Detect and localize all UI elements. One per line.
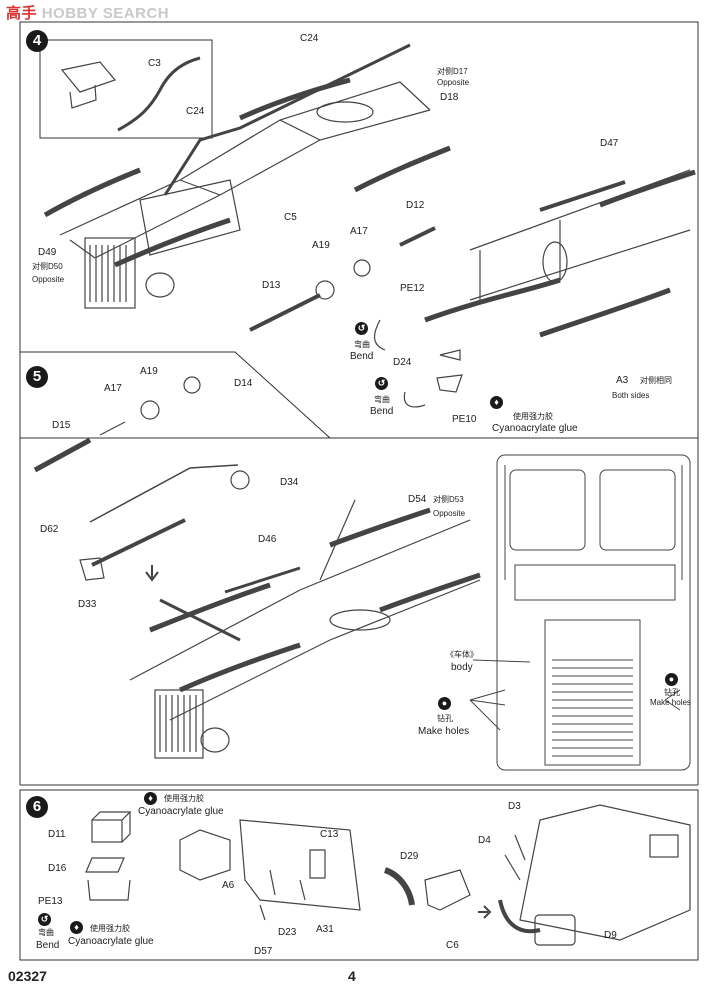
label-glue-cn: 使用强力胶 <box>513 412 553 421</box>
label-c3: C3 <box>148 58 161 69</box>
label-d47: D47 <box>600 138 619 149</box>
label-c5: C5 <box>284 212 297 223</box>
step-number-4: 4 <box>26 30 48 52</box>
label-d12: D12 <box>406 200 425 211</box>
label-pe13: PE13 <box>38 896 63 907</box>
drill-icon: ● <box>438 697 451 710</box>
label-d46: D46 <box>258 534 277 545</box>
label-a19: A19 <box>312 240 330 251</box>
step4-inset <box>39 39 213 139</box>
step5-body-plan <box>469 454 691 771</box>
step-number-5: 5 <box>26 366 48 388</box>
step5-parts <box>33 376 481 759</box>
label-d17-cn: 对侧D17 <box>437 67 468 76</box>
label-d11: D11 <box>48 829 66 840</box>
bend-icon: ↺ <box>375 377 388 390</box>
label-glue-cn-2: 使用强力胶 <box>90 924 130 933</box>
label-d16: D16 <box>48 863 67 874</box>
label-c13: C13 <box>320 829 339 840</box>
label-a17: A17 <box>350 226 368 237</box>
label-d13: D13 <box>262 280 281 291</box>
label-d57: D57 <box>254 946 273 957</box>
label-d9: D9 <box>604 930 617 941</box>
label-a31: A31 <box>316 924 334 935</box>
label-bend-cn-2: 弯曲 <box>374 395 390 404</box>
label-both-en: Both sides <box>612 391 650 400</box>
label-holes-en-1: Make holes <box>418 726 470 737</box>
label-c24-inset: C24 <box>186 106 205 117</box>
label-body-cn: 《车体》 <box>446 650 478 659</box>
label-body-en: body <box>451 662 473 673</box>
label-pe10: PE10 <box>452 414 477 425</box>
label-a17: A17 <box>104 383 122 394</box>
glue-icon: ♦ <box>490 396 503 409</box>
label-d62: D62 <box>40 524 59 535</box>
label-d29: D29 <box>400 851 419 862</box>
bend-icon: ↺ <box>355 322 368 335</box>
label-d18: D18 <box>440 92 459 103</box>
label-d3: D3 <box>508 801 521 812</box>
label-glue-en: Cyanoacrylate glue <box>492 423 578 434</box>
watermark: 高手 HOBBY SEARCH <box>6 5 170 22</box>
drill-icon: ● <box>665 673 678 686</box>
step6-parts <box>85 804 691 946</box>
label-c24: C24 <box>300 33 319 44</box>
label-d54: D54 <box>408 494 427 505</box>
label-a19: A19 <box>140 366 158 377</box>
label-c6: C6 <box>446 940 459 951</box>
label-d17-en: Opposite <box>437 78 470 87</box>
label-d4: D4 <box>478 835 491 846</box>
label-d23: D23 <box>278 927 297 938</box>
label-d24: D24 <box>393 357 412 368</box>
step6-frame <box>19 789 699 961</box>
label-d33: D33 <box>78 599 97 610</box>
label-d14: D14 <box>234 378 253 389</box>
label-d34: D34 <box>280 477 299 488</box>
label-holes-cn-1: 钻孔 <box>437 714 453 723</box>
label-bend-en: Bend <box>36 940 60 951</box>
label-d53-en: Opposite <box>433 509 466 518</box>
label-d50-cn: 对侧D50 <box>32 262 63 271</box>
step4-axle-parts <box>249 169 696 408</box>
label-a3: A3 <box>616 375 629 386</box>
label-bend-en-1: Bend <box>350 351 374 362</box>
step4-chassis <box>43 43 451 309</box>
label-d50-en: Opposite <box>32 275 65 284</box>
label-pe12: PE12 <box>400 283 425 294</box>
label-d49: D49 <box>38 247 57 258</box>
label-holes-cn-2: 钻孔 <box>664 688 680 697</box>
product-code: 02327 <box>8 968 47 984</box>
step-number-6: 6 <box>26 796 48 818</box>
label-d53-cn: 对侧D53 <box>433 495 464 504</box>
label-holes-en-2: Make holes <box>650 698 691 707</box>
label-bend-en-2: Bend <box>370 406 394 417</box>
label-bend-cn-1: 弯曲 <box>354 340 370 349</box>
bend-icon: ↺ <box>38 913 51 926</box>
label-a6: A6 <box>222 880 235 891</box>
label-d15: D15 <box>52 420 71 431</box>
label-glue-en-2: Cyanoacrylate glue <box>68 936 154 947</box>
label-bend-cn: 弯曲 <box>38 928 54 937</box>
label-glue-cn-1: 使用强力胶 <box>164 794 204 803</box>
glue-icon: ♦ <box>70 921 83 934</box>
step5-frame-edge <box>20 351 331 439</box>
glue-icon: ♦ <box>144 792 157 805</box>
label-glue-en-1: Cyanoacrylate glue <box>138 806 224 817</box>
page-number: 4 <box>348 968 356 984</box>
label-both-cn: 对侧相同 <box>640 376 672 385</box>
step4-frame <box>19 21 699 439</box>
